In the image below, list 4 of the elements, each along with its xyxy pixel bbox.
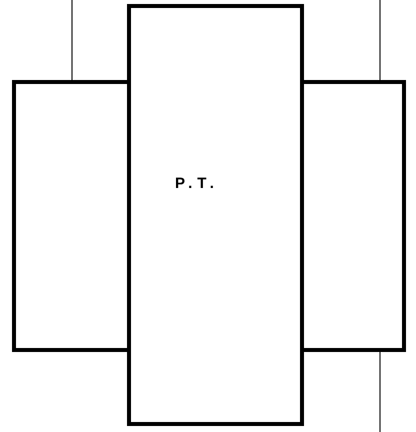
- process-box: [127, 4, 304, 426]
- box-shape: [304, 80, 406, 352]
- box-shape: [12, 80, 127, 352]
- box-label: P.T.: [175, 175, 219, 192]
